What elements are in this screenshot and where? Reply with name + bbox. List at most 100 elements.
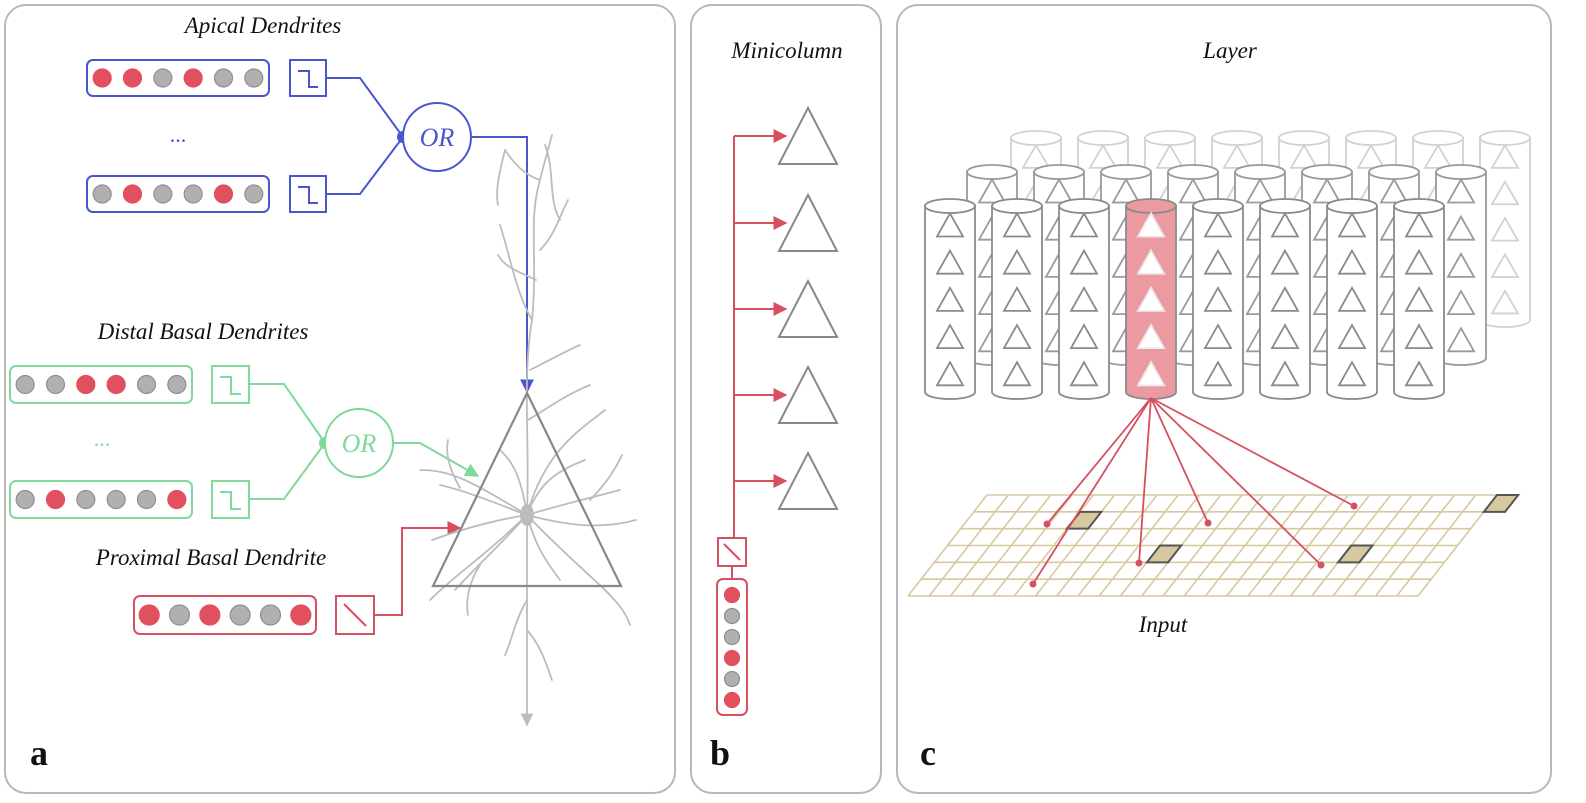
inactive-bit — [167, 374, 187, 395]
minicolumn-cylinder — [1259, 198, 1311, 400]
active-bit — [122, 68, 143, 88]
minicolumn-cylinder — [1326, 198, 1378, 400]
grid-line — [1183, 494, 1264, 597]
grid-line — [1289, 494, 1371, 597]
proximal-label: Proximal Basal Dendrite — [95, 545, 326, 570]
layer-columns-front — [924, 198, 1445, 400]
triangle-neuron-icon — [1490, 216, 1520, 242]
inactive-bit — [76, 489, 96, 510]
grid-line — [1247, 494, 1328, 597]
minicolumn-input — [716, 578, 748, 716]
triangle-neuron-icon — [1270, 248, 1300, 275]
grid-line — [1077, 494, 1158, 597]
grid-line — [1162, 494, 1243, 597]
triangle-neuron-icon — [1446, 252, 1476, 278]
triangle-neuron-icon — [1337, 248, 1367, 275]
panel-letter-a: a — [30, 733, 48, 773]
synapse-point — [1317, 561, 1325, 569]
triangle-neuron-icon — [1404, 286, 1434, 312]
inactive-bit — [229, 604, 251, 626]
grid-line — [1268, 494, 1349, 597]
grid-line — [949, 494, 1031, 597]
triangle-neuron-icon — [1404, 248, 1434, 275]
triangle-neuron-icon — [1088, 143, 1118, 169]
triangle-neuron-icon — [1203, 248, 1233, 275]
active-bit — [290, 604, 312, 626]
inactive-bit — [168, 604, 191, 626]
apical-ellipsis: ... — [170, 122, 187, 147]
inactive-bit — [136, 489, 157, 510]
grid-line — [928, 494, 1009, 597]
triangle-neuron-icon — [1337, 360, 1367, 387]
minicolumn-cylinder — [1393, 198, 1445, 400]
minicolumn-cylinder — [1125, 198, 1177, 400]
grid-line — [1056, 494, 1137, 597]
synapse-line — [1150, 397, 1209, 524]
active-bit — [167, 489, 187, 510]
triangle-neuron-icon — [1423, 143, 1453, 169]
triangle-neuron-icon — [977, 177, 1007, 204]
distal-or-label: OR — [342, 429, 377, 458]
active-bit — [92, 68, 112, 88]
triangle-neuron-icon — [1312, 177, 1342, 204]
minicolumn-title: Minicolumn — [730, 38, 842, 63]
grid-line — [907, 494, 988, 597]
dendrite-segment — [86, 59, 270, 97]
triangle-neuron-icon — [1379, 177, 1409, 204]
triangle-neuron-icon — [1002, 211, 1032, 238]
triangle-neuron-icon — [431, 390, 623, 588]
triangle-neuron-icon — [1490, 252, 1520, 278]
active-bit — [723, 691, 741, 709]
inactive-bit — [92, 184, 112, 204]
panel-letter-b: b — [710, 733, 730, 773]
synapse-line — [1032, 397, 1152, 585]
triangle-neuron-icon — [1002, 286, 1032, 312]
active-bit — [106, 374, 126, 395]
panel-letter-c: c — [920, 733, 936, 773]
triangle-neuron-icon — [1245, 177, 1275, 204]
triangle-neuron-icon — [1111, 177, 1141, 204]
apical-segments — [86, 59, 270, 213]
active-input-cell — [1064, 510, 1104, 530]
synapse-point — [1029, 580, 1037, 588]
active-input-cell — [1336, 544, 1375, 564]
triangle-neuron-icon — [1270, 323, 1300, 350]
grid-line — [1353, 494, 1434, 597]
active-bit — [199, 604, 221, 626]
dendrite-segment — [86, 175, 270, 213]
triangle-neuron-icon — [1002, 323, 1032, 350]
synapse-line — [1138, 397, 1152, 564]
minicolumn-cylinder — [1192, 198, 1244, 400]
grid-line — [1226, 494, 1307, 597]
triangle-neuron-icon — [1356, 143, 1386, 169]
active-bit — [122, 184, 143, 204]
triangle-neuron-icon — [1446, 326, 1476, 353]
triangle-neuron-icon — [1203, 286, 1233, 312]
inactive-bit — [45, 374, 66, 395]
triangle-neuron-icon — [777, 450, 839, 510]
triangle-neuron-icon — [1446, 289, 1476, 316]
triangle-neuron-icon — [1021, 143, 1051, 169]
triangle-neuron-icon — [1446, 177, 1476, 204]
inactive-bit — [259, 604, 282, 626]
triangle-neuron-icon — [1178, 177, 1208, 204]
linear-transfer-icon — [335, 595, 375, 635]
inactive-bit — [723, 670, 741, 688]
dendrite-segment — [133, 595, 317, 635]
dendrite-tree — [419, 134, 637, 727]
triangle-neuron-icon — [935, 360, 965, 387]
triangle-neuron-icon — [777, 278, 839, 338]
active-bit — [183, 68, 203, 88]
synapse-point — [1135, 559, 1143, 567]
triangle-neuron-icon — [1289, 143, 1319, 169]
synapse-line — [1150, 397, 1322, 566]
minicolumn-cylinder — [924, 198, 976, 400]
triangle-neuron-icon — [777, 105, 839, 165]
step-threshold-icon — [289, 175, 327, 213]
inactive-bit — [183, 184, 203, 204]
triangle-neuron-icon — [1069, 323, 1099, 350]
triangle-neuron-icon — [1337, 286, 1367, 312]
triangle-neuron-icon — [777, 192, 839, 252]
active-bit — [76, 374, 96, 395]
inactive-bit — [723, 607, 741, 625]
